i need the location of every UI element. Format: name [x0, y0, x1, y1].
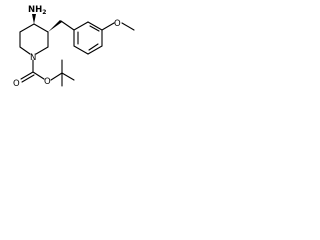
bond-ar5 — [73, 45, 89, 55]
bond-ch2-aryl — [60, 20, 75, 31]
ester-oxygen-label: O — [44, 77, 51, 87]
bond-ar2 — [87, 21, 103, 31]
stereo-wedge-amine — [32, 14, 36, 24]
bond-ester-o-tbu — [50, 72, 63, 81]
amine-label: NH2 — [28, 5, 46, 16]
bond-n1-c6 — [19, 46, 31, 55]
piperidine-ring — [19, 23, 49, 55]
tert-butyl-group — [61, 59, 75, 87]
stereo-wedge-benzyl — [48, 20, 62, 32]
bond-aryl-methoxy-o — [101, 22, 115, 31]
bond-c4-c3 — [33, 23, 49, 33]
bond-carbonyl-double-a — [20, 71, 34, 80]
bond-ar-double-2 — [88, 43, 99, 51]
methoxy-oxygen-label: O — [114, 19, 121, 29]
bond-ar1 — [73, 21, 89, 31]
bond-ar-double-1 — [89, 25, 100, 32]
benzene-ring — [73, 21, 103, 55]
bond-c5-c4 — [19, 23, 35, 33]
bond-methoxy-o-ch3 — [121, 22, 135, 31]
bond-carbonyl-ester-o — [32, 71, 45, 80]
bond-tbu-methyl-1 — [61, 72, 75, 81]
bond-c2-n1 — [35, 46, 49, 55]
molecule-structure: NH2 N O O O — [13, 5, 135, 89]
carbonyl-oxygen-label: O — [13, 79, 20, 89]
bond-carbonyl-double-b — [21, 74, 35, 83]
bond-ar4 — [87, 45, 103, 55]
ring-nitrogen-label: N — [30, 53, 36, 63]
